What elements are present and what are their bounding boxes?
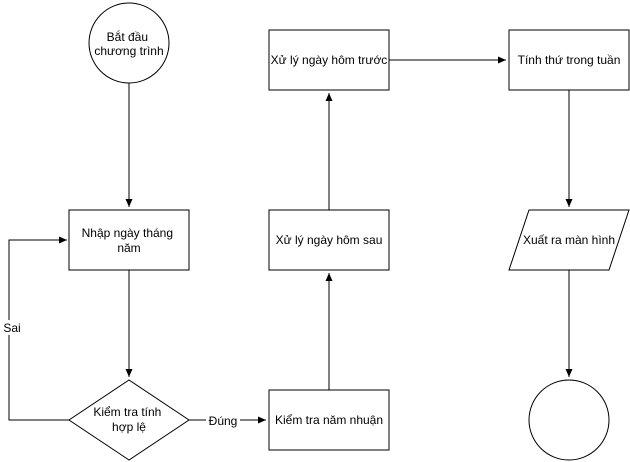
start-circle <box>88 2 170 84</box>
input-date-label-line-2: năm <box>117 241 140 255</box>
check-valid-label-line-1: Kiểm tra tính <box>93 405 161 419</box>
input-date-node: Nhập ngày tháng năm <box>68 209 190 271</box>
input-date-box <box>68 209 190 271</box>
start-label-line-1: Bắt đầu <box>107 29 148 44</box>
output-parallelogram <box>508 209 630 271</box>
no-label-bg <box>2 320 26 335</box>
end-circle <box>528 379 610 461</box>
input-date-label-line-1: Nhập ngày tháng <box>82 226 173 240</box>
next-day-label: Xử lý ngày hôm sau <box>276 233 383 247</box>
start-node: Bắt đầu chương trình <box>88 2 170 84</box>
check-leap-node: Kiểm tra năm nhuận <box>268 389 390 451</box>
prev-day-node: Xử lý ngày hôm trước <box>268 29 390 91</box>
edges <box>8 56 573 424</box>
check-valid-label: Kiểm tra tính hợp lệ <box>93 405 164 434</box>
next-day-box <box>268 209 390 271</box>
check-valid-node: Kiểm tra tính hợp lệ <box>68 379 190 461</box>
check-leap-label: Kiểm tra năm nhuận <box>275 413 383 427</box>
yes-label: Đúng <box>209 414 238 428</box>
output-label: Xuất ra màn hình <box>523 233 615 247</box>
check-valid-label-line-2: hợp lệ <box>112 420 146 434</box>
nodes: Bắt đầu chương trình Nhập ngày tháng năm… <box>68 2 630 461</box>
weekday-box <box>508 29 630 91</box>
weekday-node: Tính thứ trong tuần <box>508 29 630 91</box>
check-valid-diamond <box>68 379 190 461</box>
input-date-label: Nhập ngày tháng năm <box>82 226 177 255</box>
start-label-line-2: chương trình <box>94 44 163 58</box>
output-node: Xuất ra màn hình <box>508 209 630 271</box>
check-leap-box <box>268 389 390 451</box>
edge-labels: Đúng Sai <box>2 320 240 428</box>
prev-day-box <box>268 29 390 91</box>
yes-label-bg <box>206 413 240 428</box>
no-label: Sai <box>3 321 20 335</box>
end-node <box>528 379 610 461</box>
next-day-node: Xử lý ngày hôm sau <box>268 209 390 271</box>
start-label: Bắt đầu chương trình <box>94 29 163 58</box>
prev-day-label: Xử lý ngày hôm trước <box>271 53 388 67</box>
weekday-label: Tính thứ trong tuần <box>518 53 621 67</box>
